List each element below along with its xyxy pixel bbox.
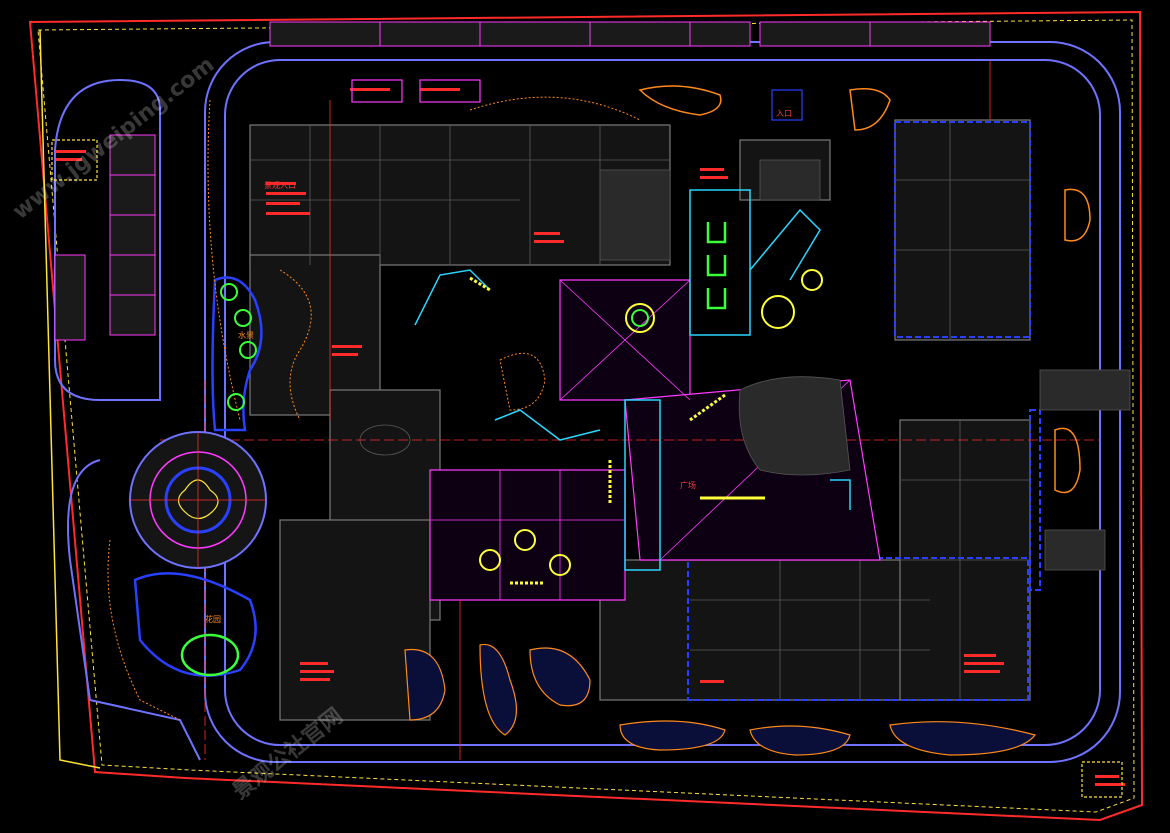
- planting-beds-south: [404, 643, 1037, 756]
- building-east: [894, 119, 1031, 341]
- building-outline-blue: [687, 121, 1041, 701]
- building-sw: [279, 519, 431, 721]
- annotation-tags: [56, 88, 1125, 786]
- water-features: [133, 85, 1091, 677]
- stone-paving: [599, 159, 1131, 571]
- plan-annotations: 景观入口 水景 广场 花园 入口: [205, 109, 792, 624]
- parking-west: [54, 134, 156, 341]
- building-interior-lines: [250, 120, 1030, 700]
- label-entry-plaza: 景观入口: [264, 181, 296, 190]
- label-square: 广场: [680, 480, 696, 490]
- building-west: [249, 254, 381, 416]
- planters: [180, 269, 823, 677]
- building-south: [599, 559, 931, 701]
- roundabout: [129, 431, 267, 569]
- small-structures: [51, 79, 1123, 798]
- label-garden: 花园: [205, 614, 221, 624]
- lawn-outlines: [107, 96, 641, 721]
- site-boundary: [28, 10, 1144, 822]
- u-planters: [706, 222, 727, 310]
- label-pond: 水景: [238, 330, 254, 340]
- label-north-entrance: 入口: [776, 109, 792, 118]
- cyan-walkways: [414, 189, 851, 571]
- parking-north: [269, 21, 991, 47]
- seating-strips: [469, 276, 726, 585]
